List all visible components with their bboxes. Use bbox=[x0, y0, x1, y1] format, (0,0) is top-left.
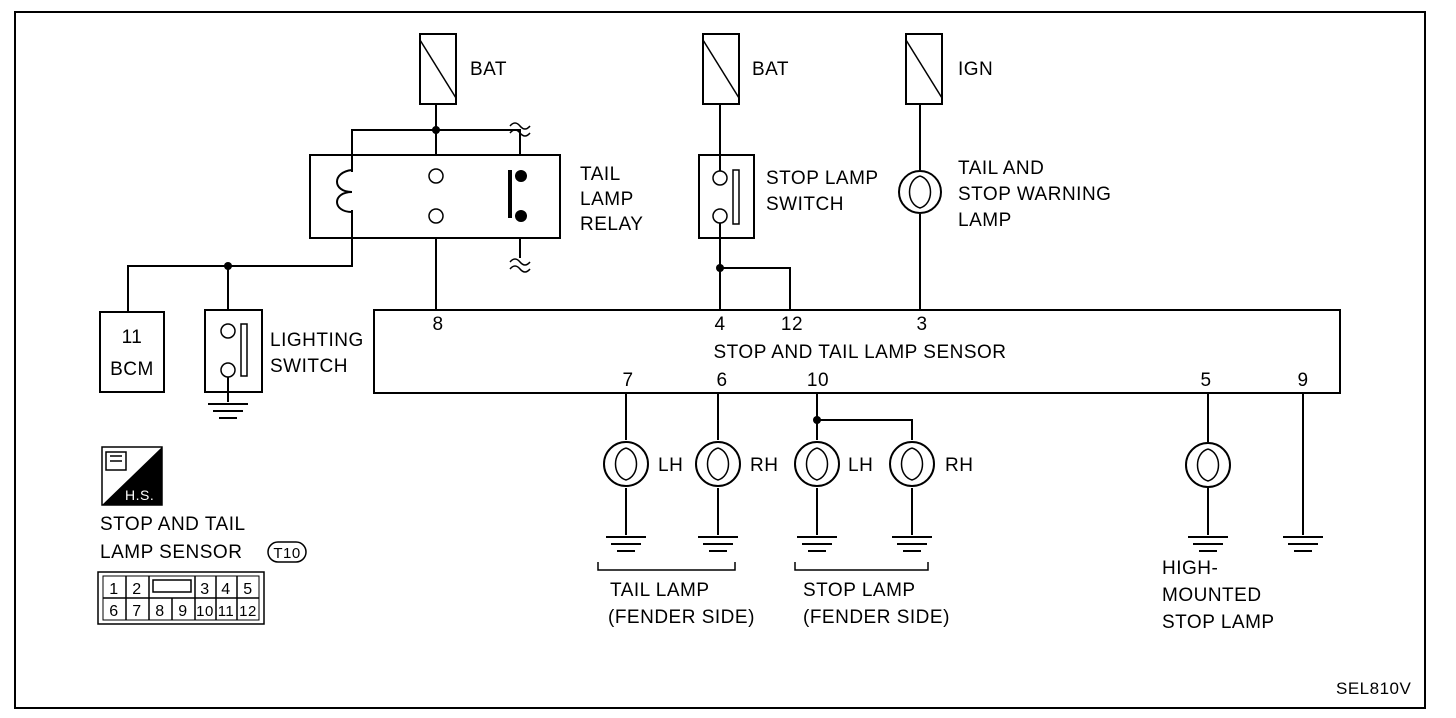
lighting-switch-label-1: LIGHTING bbox=[270, 330, 364, 351]
stop-lh-label: LH bbox=[848, 455, 873, 476]
stop-lamp-rh: RH bbox=[889, 441, 973, 487]
sensor-unit: STOP AND TAIL LAMP SENSOR 8 4 12 3 7 6 1… bbox=[373, 309, 1341, 394]
sensor-pin-8: 8 bbox=[432, 314, 443, 335]
connector-cell: 5 bbox=[243, 581, 252, 598]
diagram-frame bbox=[14, 11, 1426, 709]
connector-cell: 6 bbox=[109, 603, 118, 620]
sensor-pin-7: 7 bbox=[622, 370, 633, 391]
stop-lh-bulb-icon bbox=[794, 441, 840, 487]
sensor-pin-5: 5 bbox=[1200, 370, 1211, 391]
sensor-pin-3: 3 bbox=[916, 314, 927, 335]
sensor-pin-10: 10 bbox=[807, 370, 829, 391]
stop-lamp-switch: STOP LAMP SWITCH bbox=[698, 154, 879, 239]
connector-cell: 8 bbox=[155, 603, 164, 620]
high-mounted-label-3: STOP LAMP bbox=[1162, 612, 1275, 633]
relay-label-2: LAMP bbox=[580, 189, 634, 210]
sensor-pin-6: 6 bbox=[716, 370, 727, 391]
ground-icon bbox=[1188, 536, 1228, 552]
stop-lamp-group: STOP LAMP (FENDER SIDE) bbox=[794, 562, 950, 628]
relay-coil-icon bbox=[336, 169, 353, 213]
lighting-switch-label-2: SWITCH bbox=[270, 356, 348, 377]
lamp-grounds bbox=[606, 536, 1323, 552]
stop-group-label-1: STOP LAMP bbox=[803, 580, 916, 601]
connector-title-1: STOP AND TAIL bbox=[100, 514, 246, 535]
warning-lamp-label-2: STOP WARNING bbox=[958, 184, 1111, 205]
tail-lamp-group: TAIL LAMP (FENDER SIDE) bbox=[597, 562, 755, 628]
sensor-pin-4: 4 bbox=[714, 314, 725, 335]
bcm-pin: 11 bbox=[122, 327, 143, 348]
connector-title-2: LAMP SENSOR bbox=[100, 542, 242, 563]
tail-lh-label: LH bbox=[658, 455, 683, 476]
fuse-bat-1: BAT bbox=[419, 33, 507, 105]
high-mounted-group: HIGH- MOUNTED STOP LAMP bbox=[1162, 558, 1275, 633]
tail-rh-label: RH bbox=[750, 455, 778, 476]
high-mounted-label-1: HIGH- bbox=[1162, 558, 1218, 579]
wires bbox=[127, 104, 1304, 535]
connector-cell: 3 bbox=[200, 581, 209, 598]
stop-rh-label: RH bbox=[945, 455, 973, 476]
stop-switch-label-1: STOP LAMP bbox=[766, 168, 879, 189]
warning-lamp: TAIL AND STOP WARNING LAMP bbox=[898, 158, 1111, 231]
fuse-bat-1-label: BAT bbox=[470, 59, 507, 80]
tail-group-label-1: TAIL LAMP bbox=[610, 580, 710, 601]
connector-cell: 1 bbox=[109, 581, 118, 598]
sensor-pin-9: 9 bbox=[1297, 370, 1308, 391]
figure-id: SEL810V bbox=[1336, 679, 1411, 698]
stop-lamp-lh: LH bbox=[794, 441, 873, 487]
tail-group-label-2: (FENDER SIDE) bbox=[608, 607, 755, 628]
warning-bulb-icon bbox=[898, 170, 942, 214]
tail-lamp-relay: TAIL LAMP RELAY bbox=[309, 122, 643, 273]
harness-badge-text: H.S. bbox=[125, 487, 154, 503]
high-mounted-stop-lamp bbox=[1185, 442, 1231, 488]
sensor-pin-12: 12 bbox=[781, 314, 803, 335]
ground-icon bbox=[892, 536, 932, 552]
ground-icon bbox=[606, 536, 646, 552]
connector-face: 1 2 3 4 5 6 7 8 9 10 11 12 bbox=[97, 571, 265, 625]
tail-rh-bulb-icon bbox=[695, 441, 741, 487]
stop-switch-label-2: SWITCH bbox=[766, 194, 844, 215]
lighting-switch: LIGHTING SWITCH bbox=[204, 309, 364, 419]
stop-group-label-2: (FENDER SIDE) bbox=[803, 607, 950, 628]
connector-cell: 10 bbox=[196, 603, 214, 620]
warning-lamp-label-1: TAIL AND bbox=[958, 158, 1044, 179]
sensor-label: STOP AND TAIL LAMP SENSOR bbox=[713, 342, 1006, 363]
connector-cell: 4 bbox=[221, 581, 230, 598]
ground-icon bbox=[1283, 536, 1323, 552]
relay-label-1: TAIL bbox=[580, 164, 621, 185]
connector-cell: 12 bbox=[239, 603, 257, 620]
stop-rh-bulb-icon bbox=[889, 441, 935, 487]
warning-lamp-label-3: LAMP bbox=[958, 210, 1012, 231]
ground-icon bbox=[698, 536, 738, 552]
junction-dots bbox=[224, 126, 821, 424]
bcm-box: 11 BCM bbox=[99, 311, 165, 393]
bcm-label: BCM bbox=[110, 359, 154, 380]
fuse-bat-2-label: BAT bbox=[752, 59, 789, 80]
fuse-bat-2: BAT bbox=[702, 33, 789, 105]
high-mounted-label-2: MOUNTED bbox=[1162, 585, 1262, 606]
fuse-ign: IGN bbox=[905, 33, 993, 105]
connector-cell: 7 bbox=[132, 603, 141, 620]
tail-lamp-rh: RH bbox=[695, 441, 778, 487]
tail-lh-bulb-icon bbox=[603, 441, 649, 487]
tail-lamp-lh: LH bbox=[603, 441, 683, 487]
connector-cell: 9 bbox=[178, 603, 187, 620]
ground-icon bbox=[208, 403, 248, 419]
connector-legend: H.S. STOP AND TAIL LAMP SENSOR T10 1 bbox=[97, 446, 307, 625]
connector-cell: 2 bbox=[132, 581, 141, 598]
fuse-ign-label: IGN bbox=[958, 59, 993, 80]
connector-tag: T10 bbox=[273, 545, 300, 562]
ground-icon bbox=[797, 536, 837, 552]
high-mounted-bulb-icon bbox=[1185, 442, 1231, 488]
relay-label-3: RELAY bbox=[580, 214, 643, 235]
connector-cell: 11 bbox=[218, 603, 235, 620]
harness-badge-icon: H.S. bbox=[101, 446, 163, 506]
